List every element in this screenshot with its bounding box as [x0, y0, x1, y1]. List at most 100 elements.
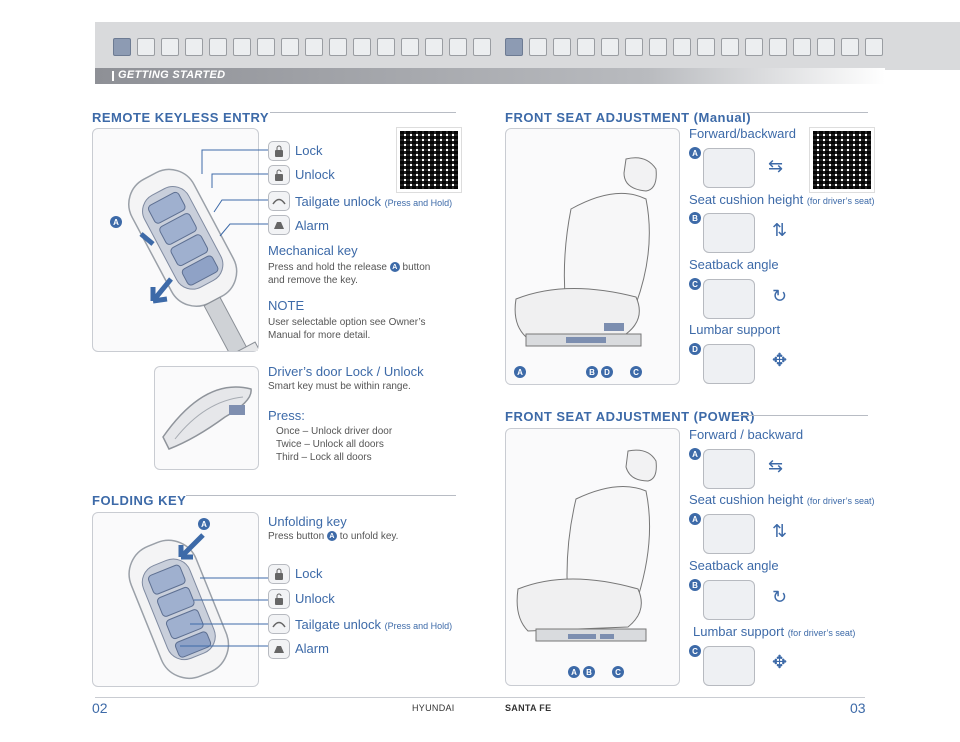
door-title: Driver’s door Lock / Unlock [268, 364, 424, 379]
manual-seat-panel [505, 128, 680, 385]
power-back-label: Seatback angle [689, 558, 779, 573]
seat-icon[interactable] [137, 38, 155, 56]
press-third: Third – Lock all doors [276, 452, 372, 463]
section-tick [112, 71, 114, 81]
fold-tailgate-label: Tailgate unlock (Press and Hold) [295, 617, 453, 632]
folding-callout-lines [180, 577, 268, 647]
power-lumbar-label: Lumbar support (for driver’s seat) [693, 624, 856, 639]
power-lumbar-control [703, 646, 755, 686]
alarm-icon [268, 215, 290, 235]
steering-icon-2[interactable] [673, 38, 691, 56]
tire-icon[interactable] [449, 38, 467, 56]
power-title: FRONT SEAT ADJUSTMENT (POWER) [505, 409, 755, 424]
unfold-inline-badge: A [326, 531, 337, 542]
cruise-icon[interactable] [473, 38, 491, 56]
fold-unlock-icon [268, 589, 290, 609]
mirror-adjust-icon[interactable] [529, 38, 547, 56]
manual-back-control [703, 279, 755, 319]
remote-callout-lines [201, 149, 268, 237]
unfold-badge: A [198, 518, 210, 530]
power-cushion-control [703, 514, 755, 554]
smart-key-illustration [128, 168, 263, 373]
mirror-icon[interactable] [161, 38, 179, 56]
screen-icon-2[interactable] [769, 38, 787, 56]
power-lumbar-badge: C [689, 645, 701, 657]
manual-seat-badge-a: A [514, 366, 526, 378]
power-cushion-arrows-icon: ⇅ [772, 521, 788, 541]
manual-cushion-arrows-icon: ⇅ [772, 220, 788, 240]
unfold-title: Unfolding key [268, 514, 347, 529]
lamp-icon-2[interactable] [577, 38, 595, 56]
remote-title-line [270, 112, 456, 113]
lock-icon [268, 141, 290, 161]
fuel-icon-2[interactable] [841, 38, 859, 56]
power-back-badge: B [689, 579, 701, 591]
climate-icon-2[interactable] [745, 38, 763, 56]
fold-lock-icon [268, 564, 290, 584]
steering-icon[interactable] [281, 38, 299, 56]
wiper-icon[interactable] [185, 38, 203, 56]
icon-row-left [113, 38, 491, 56]
door-body: Smart key must be within range. [268, 381, 411, 392]
bluetooth-icon[interactable] [329, 38, 347, 56]
bluetooth-icon-2[interactable] [721, 38, 739, 56]
key-icon[interactable] [113, 38, 131, 56]
press-title: Press: [268, 408, 305, 423]
screen-icon[interactable] [377, 38, 395, 56]
unfold-body: Press button A to unfold key. [268, 531, 399, 542]
press-once: Once – Unlock driver door [276, 426, 393, 437]
fold-unlock-label: Unlock [295, 591, 335, 606]
cluster-icon-2[interactable] [649, 38, 667, 56]
audio-icon-2[interactable] [793, 38, 811, 56]
phone-icon-2[interactable] [697, 38, 715, 56]
power-back-control [703, 580, 755, 620]
unlock-icon [268, 165, 290, 185]
manual-fb-badge: A [689, 147, 701, 159]
manual-back-arrows-icon: ↻ [772, 286, 788, 306]
power-back-arrows-icon: ↻ [772, 587, 788, 607]
seat-adjust-icon[interactable] [505, 38, 523, 56]
remote-unlock-label: Unlock [295, 167, 335, 182]
person-icon[interactable] [817, 38, 835, 56]
manual-title: FRONT SEAT ADJUSTMENT (Manual) [505, 110, 752, 125]
door-handle-illustration [162, 386, 252, 450]
manual-fb-label: Forward/backward [689, 126, 796, 141]
left-page-number: 02 [92, 700, 108, 716]
climate-icon[interactable] [353, 38, 371, 56]
note-body: User selectable option see Owner’s Manua… [268, 317, 426, 341]
tire-icon-2[interactable] [865, 38, 883, 56]
qr-code-remote[interactable] [396, 127, 462, 193]
right-page-number: 03 [850, 700, 866, 716]
audio-icon[interactable] [401, 38, 419, 56]
mech-key-title: Mechanical key [268, 243, 358, 258]
power-seat-badge-b: B [583, 666, 595, 678]
home-icon[interactable] [601, 38, 619, 56]
power-seat-illustration [516, 449, 657, 642]
folding-key-illustration [128, 533, 230, 680]
car-icon[interactable] [233, 38, 251, 56]
door-handle-panel [154, 366, 259, 470]
power-fb-control [703, 449, 755, 489]
section-label: GETTING STARTED [118, 69, 226, 81]
manual-cushion-badge: B [689, 212, 701, 224]
fuel-icon[interactable] [425, 38, 443, 56]
tailgate-icon [268, 191, 290, 211]
folding-title: FOLDING KEY [92, 493, 187, 508]
wiper-icon-2[interactable] [553, 38, 571, 56]
qr-code-seat[interactable] [809, 127, 875, 193]
fold-alarm-icon [268, 639, 290, 659]
power-fb-label: Forward / backward [689, 427, 804, 442]
header-band [95, 22, 960, 70]
phone-icon[interactable] [305, 38, 323, 56]
footer-brand: HYUNDAI [412, 703, 455, 713]
power-seat-badge-c: C [612, 666, 624, 678]
car-icon-2[interactable] [625, 38, 643, 56]
fold-alarm-label: Alarm [295, 641, 329, 656]
lamp-icon[interactable] [209, 38, 227, 56]
release-badge: A [110, 216, 122, 228]
cluster-icon[interactable] [257, 38, 275, 56]
manual-fb-control [703, 148, 755, 188]
power-title-line [738, 415, 868, 416]
power-seat-badge-a: A [568, 666, 580, 678]
power-seat-panel [505, 428, 680, 686]
